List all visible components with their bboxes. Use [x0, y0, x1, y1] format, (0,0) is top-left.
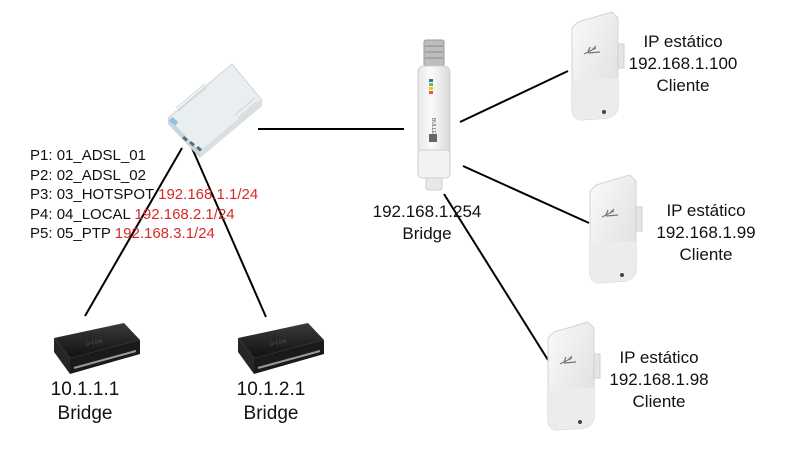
client-role: Cliente [656, 76, 710, 95]
port-id: P5: [30, 225, 53, 242]
nanostation-cpe-icon [571, 11, 625, 121]
mikrotik-router-icon [167, 63, 263, 158]
link-bullet-client-2 [462, 165, 590, 224]
link-router-modem-1 [84, 147, 183, 317]
port-name: 02_ADSL_02 [56, 166, 146, 184]
port-row: P3: 03_HOTSPOT 192.168.1.1/24 [30, 185, 258, 205]
port-ip: 192.168.1.1/24 [158, 186, 259, 203]
client-3-label: IP estático 192.168.1.98 Cliente [599, 347, 719, 413]
link-bullet-client-1 [459, 70, 569, 123]
dlink-modem-icon: D-Link [238, 323, 324, 374]
modem-1-label: 10.1.1.1 Bridge [30, 378, 140, 426]
port-id: P1: [30, 147, 53, 164]
port-name: 05_PTP [56, 225, 111, 242]
port-row: P4: 04_LOCAL 192.168.2.1/24 [30, 205, 258, 225]
links [84, 70, 590, 361]
modem-mode: Bridge [57, 403, 113, 424]
modem-ip: 10.1.1.1 [50, 379, 120, 400]
dlink-modem-icon: D-Link [54, 323, 140, 374]
nanostation-cpe-icon [589, 174, 643, 284]
client-ip: 192.168.1.99 [656, 223, 756, 242]
client-ip: 192.168.1.100 [628, 54, 738, 73]
port-name: 04_LOCAL [56, 205, 131, 223]
modem-ip: 10.1.2.1 [236, 379, 306, 400]
client-1-label: IP estático 192.168.1.100 Cliente [623, 31, 743, 97]
client-ip: 192.168.1.98 [609, 370, 709, 389]
svg-text:D-Link: D-Link [85, 338, 104, 348]
port-ip: 192.168.3.1/24 [114, 225, 215, 242]
modem-2-label: 10.1.2.1 Bridge [216, 378, 326, 426]
bullet-access-point-icon: BULLET [417, 39, 451, 191]
port-id: P3: [30, 186, 53, 203]
client-role: Cliente [632, 392, 686, 411]
port-id: P4: [30, 205, 53, 223]
bullet-mode: Bridge [402, 224, 452, 243]
modem-mode: Bridge [243, 403, 299, 424]
port-name: 01_ADSL_01 [56, 147, 146, 164]
client-2-label: IP estático 192.168.1.99 Cliente [646, 200, 766, 266]
client-title: IP estático [643, 32, 723, 51]
port-id: P2: [30, 166, 53, 184]
link-router-modem-2 [191, 147, 267, 318]
bullet-label: 192.168.1.254 Bridge [362, 201, 492, 245]
nanostation-cpe-icon [547, 321, 601, 431]
port-name: 03_HOTSPOT [56, 186, 154, 203]
router-port-list: P1: 01_ADSL_01 P2: 02_ADSL_02 P3: 03_HOT… [30, 146, 258, 244]
client-title: IP estático [619, 348, 699, 367]
port-row: P5: 05_PTP 192.168.3.1/24 [30, 224, 258, 244]
client-title: IP estático [666, 201, 746, 220]
bullet-ip: 192.168.1.254 [372, 202, 482, 221]
port-row: P1: 01_ADSL_01 [30, 146, 258, 166]
svg-text:BULLET: BULLET [430, 118, 436, 137]
svg-text:D-Link: D-Link [269, 338, 288, 348]
port-row: P2: 02_ADSL_02 [30, 166, 258, 186]
port-ip: 192.168.2.1/24 [134, 205, 235, 223]
link-bullet-client-3 [443, 193, 549, 361]
client-role: Cliente [679, 245, 733, 264]
